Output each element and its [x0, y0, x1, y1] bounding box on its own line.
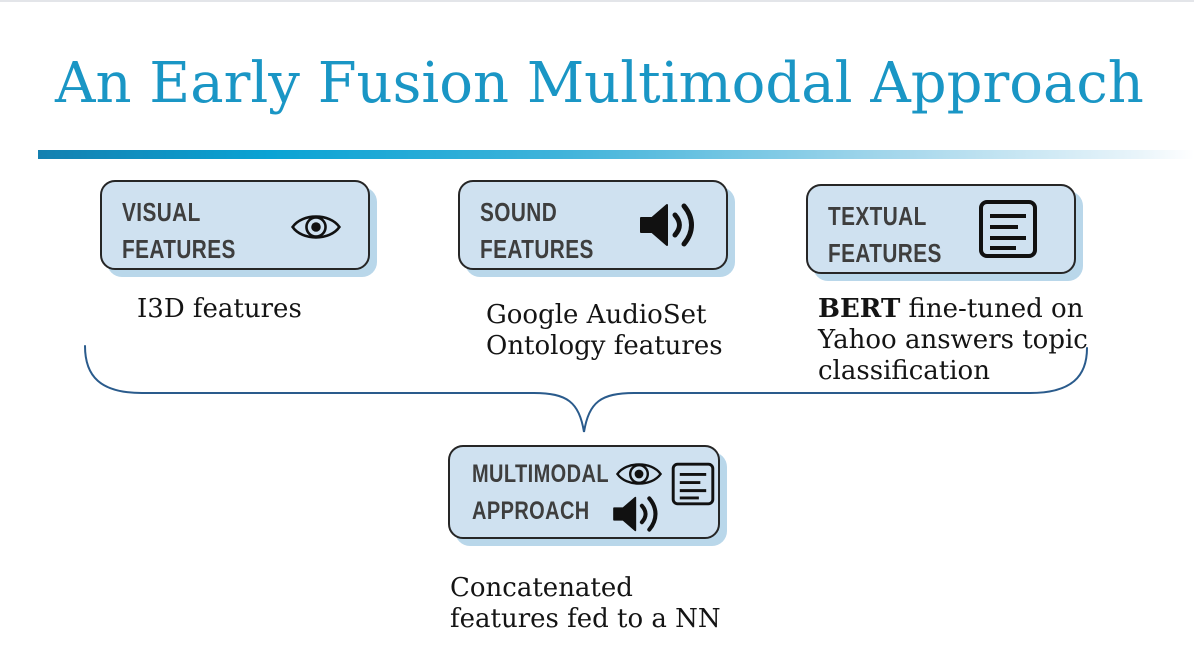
sound-features-caption: Google AudioSet Ontology features: [486, 300, 723, 361]
textual-features-label: TEXTUAL FEATURES: [828, 201, 942, 268]
text-document-icon: [671, 462, 715, 506]
textual-features-box: TEXTUAL FEATURES: [806, 184, 1076, 274]
eye-icon: [615, 458, 663, 490]
bert-bold-text: BERT: [818, 294, 901, 324]
multimodal-approach-box: MULTIMODAL APPROACH: [448, 445, 720, 539]
multimodal-approach-label: MULTIMODAL APPROACH: [472, 460, 609, 525]
sound-features-label: SOUND FEATURES: [480, 197, 594, 264]
eye-icon: [290, 209, 342, 245]
page-title: An Early Fusion Multimodal Approach: [55, 51, 1144, 116]
speaker-icon: [611, 491, 663, 537]
sound-features-box: SOUND FEATURES: [458, 180, 728, 270]
visual-features-caption: I3D features: [137, 294, 302, 324]
multimodal-approach-caption: Concatenated features fed to a NN: [450, 573, 721, 634]
text-document-icon: [978, 199, 1038, 259]
title-underline-rule: [38, 150, 1194, 159]
visual-features-label: VISUAL FEATURES: [122, 197, 236, 264]
visual-features-box: VISUAL FEATURES: [100, 180, 370, 270]
textual-features-caption: BERT fine-tuned on Yahoo answers topic c…: [818, 294, 1088, 386]
speaker-icon: [638, 197, 700, 253]
